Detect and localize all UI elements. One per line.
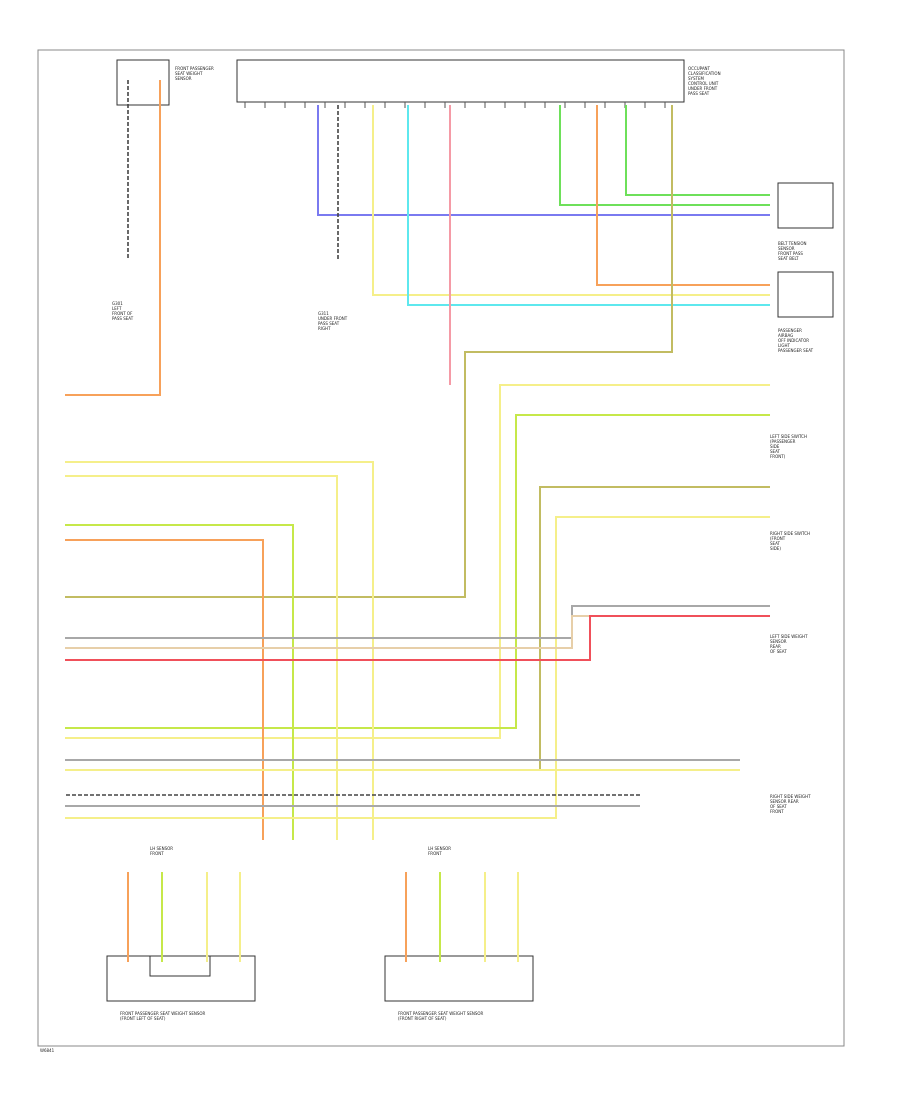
wire-orange xyxy=(65,80,161,396)
footer-code: W6841 xyxy=(40,1048,55,1053)
wire-yellow xyxy=(372,105,770,296)
wire-green xyxy=(559,105,770,206)
diagram-frame xyxy=(37,49,845,1047)
wire-orange xyxy=(596,105,770,286)
wire-red xyxy=(65,615,770,661)
wire-cyan xyxy=(407,105,770,306)
wire-blue xyxy=(317,105,770,216)
seat-sensor-connector xyxy=(116,59,170,106)
control-unit-pins xyxy=(244,102,666,108)
wire-yellow xyxy=(65,516,770,819)
wire-olive xyxy=(539,486,770,770)
wire-lime xyxy=(65,524,294,840)
wire-green xyxy=(625,105,770,196)
wire-layer xyxy=(65,80,770,962)
left-bottom-notch xyxy=(149,955,211,977)
wire-orange xyxy=(65,539,264,840)
wire-olive xyxy=(65,105,673,598)
occ-control-unit xyxy=(236,59,685,103)
right-bottom-connector-label: FRONT PASSENGER SEAT WEIGHT SENSOR(FRONT… xyxy=(398,1011,484,1021)
wire-yellow xyxy=(65,475,338,840)
right-bottom-connector xyxy=(384,955,534,1002)
left-bottom-connector-label: FRONT PASSENGER SEAT WEIGHT SENSOR(FRONT… xyxy=(120,1011,206,1021)
belt-tension-module xyxy=(777,182,834,229)
wire-yellow xyxy=(65,461,374,840)
wire-tan xyxy=(65,615,770,649)
wire-gray xyxy=(65,605,770,639)
wire-lime xyxy=(65,414,770,729)
wire-yellow xyxy=(65,384,770,739)
passenger-airbag-module xyxy=(777,271,834,318)
